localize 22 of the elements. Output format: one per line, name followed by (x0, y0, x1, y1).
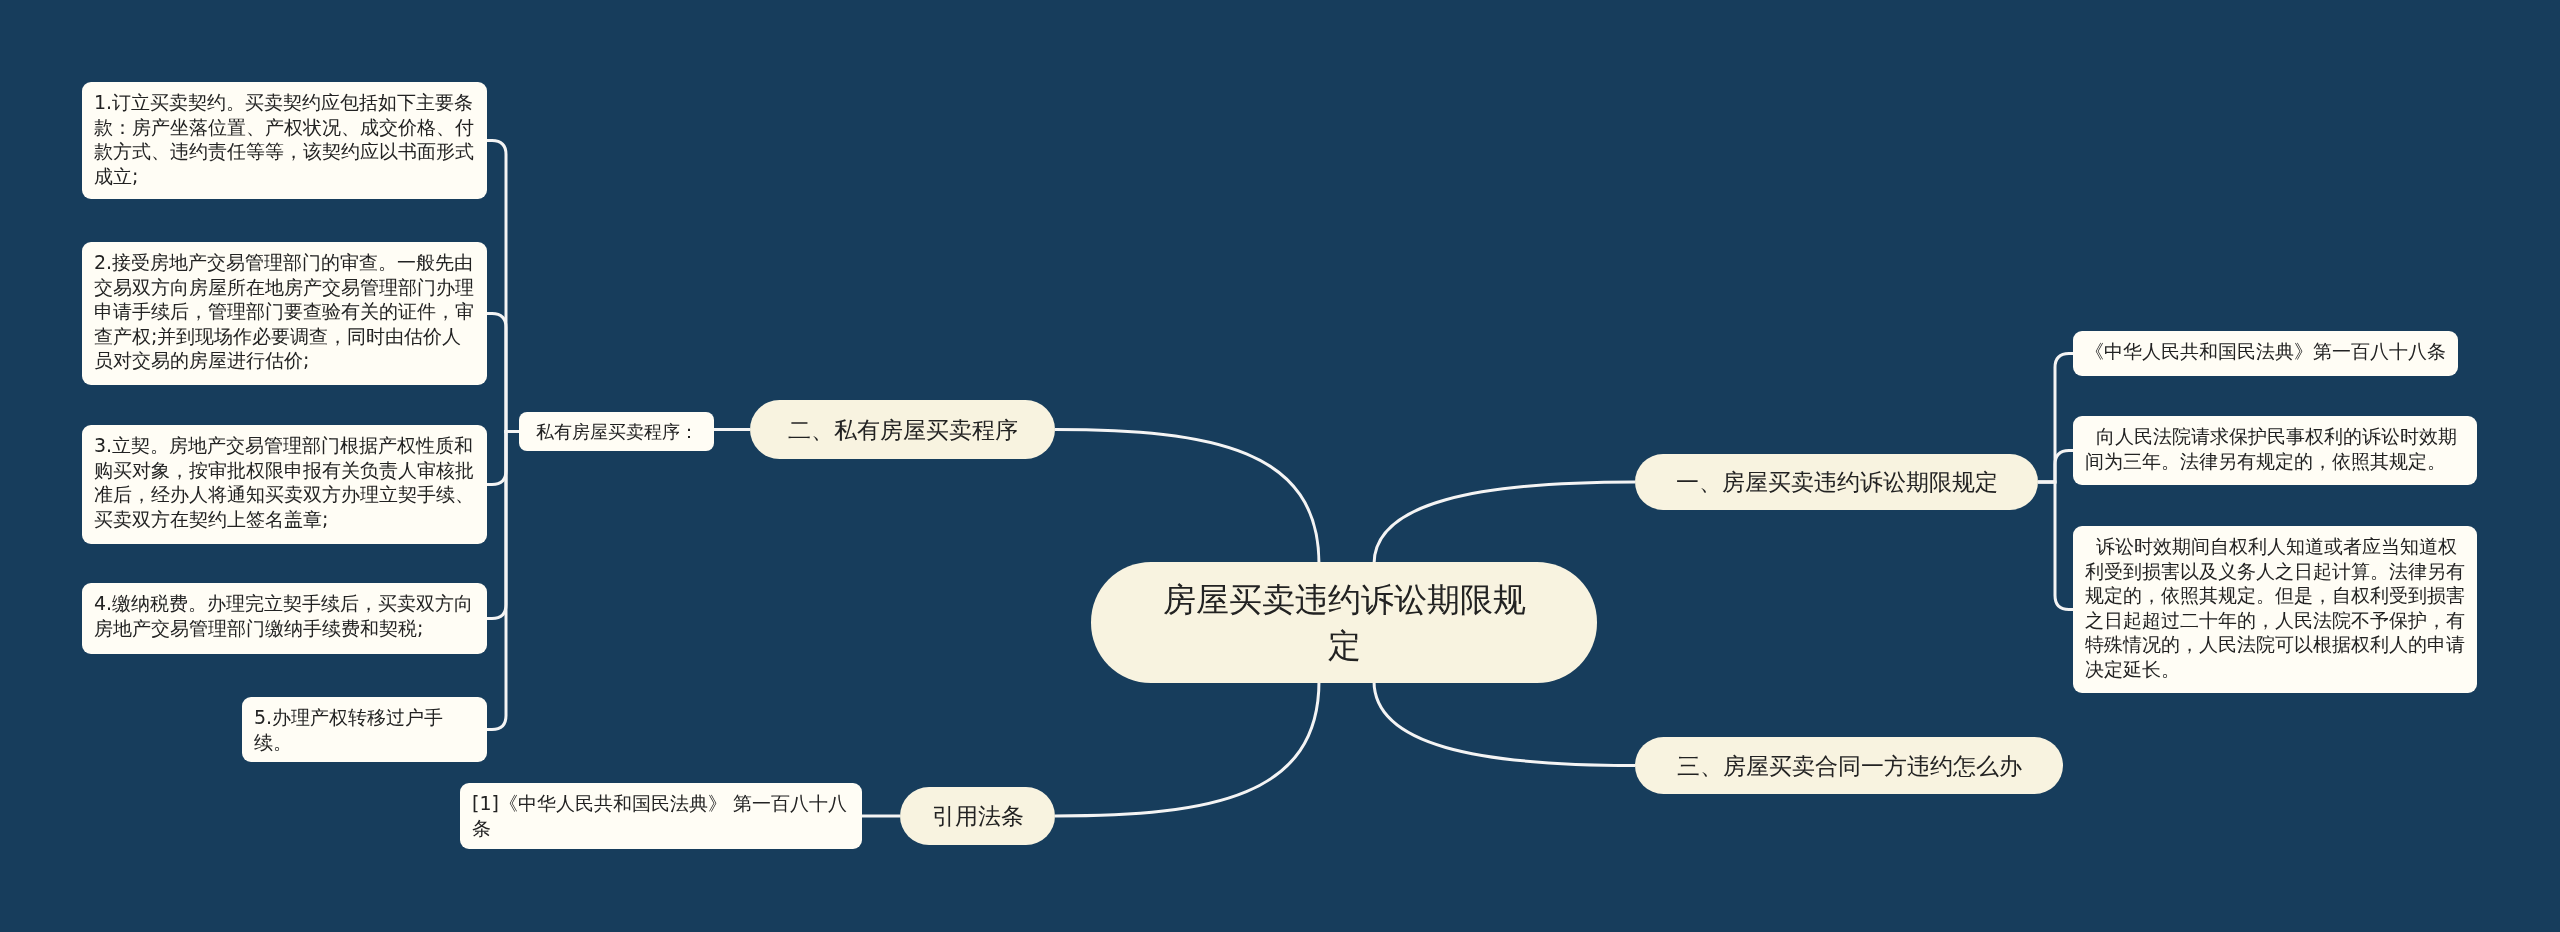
central-topic: 房屋买卖违约诉讼期限规定 (1091, 562, 1597, 683)
connector-line (1372, 480, 1635, 565)
topic-box: 二、私有房屋买卖程序 (750, 400, 1055, 459)
note-box: 4.缴纳税费。办理完立契手续后，买卖双方向房地产交易管理部门缴纳手续费和契税; (82, 583, 487, 654)
note-box: 2.接受房地产交易管理部门的审查。一般先由交易双方向房屋所在地房产交易管理部门办理申请手续后，管理部门要查验有关的证件，审查产权;并到现场作必要调查，同时由估价人员对交易的房屋进行估价; (82, 242, 487, 385)
connector-line (1372, 680, 1635, 767)
connector-line (487, 430, 519, 731)
connector-line (862, 814, 900, 818)
subtopic-box: 私有房屋买卖程序： (519, 412, 714, 451)
topic-box: 引用法条 (900, 787, 1055, 845)
note-box: 3.立契。房地产交易管理部门根据产权性质和购买对象，按审批权限申报有关负责人审核批准后，经办人将通知买卖双方办理立契手续、买卖双方在契约上签名盖章; (82, 425, 487, 544)
topic-box: 一、房屋买卖违约诉讼期限规定 (1635, 454, 2038, 510)
note-box: 《中华人民共和国民法典》第一百八十八条 (2073, 331, 2458, 376)
note-box: 诉讼时效期间自权利人知道或者应当知道权利受到损害以及义务人之日起计算。法律另有规定的，依照其规定。但是，自权利受到损害之日起超过二十年的，人民法院不予保护，有特殊情况的，人民法院可以根据权利人的申请决定延长。 (2073, 526, 2477, 693)
note-box: 1.订立买卖契约。买卖契约应包括如下主要条款：房产坐落位置、产权状况、成交价格、付款方式、违约责任等等，该契约应以书面形式成立; (82, 82, 487, 199)
note-box: 5.办理产权转移过户手续。 (242, 697, 487, 762)
note-box: [1]《中华人民共和国民法典》 第一百八十八条 (460, 783, 862, 849)
topic-box: 三、房屋买卖合同一方违约怎么办 (1635, 737, 2063, 794)
connector-line (1055, 680, 1321, 818)
note-box: 向人民法院请求保护民事权利的诉讼时效期间为三年。法律另有规定的，依照其规定。 (2073, 416, 2477, 485)
connector-line (714, 428, 750, 431)
connector-line (1055, 428, 1321, 565)
